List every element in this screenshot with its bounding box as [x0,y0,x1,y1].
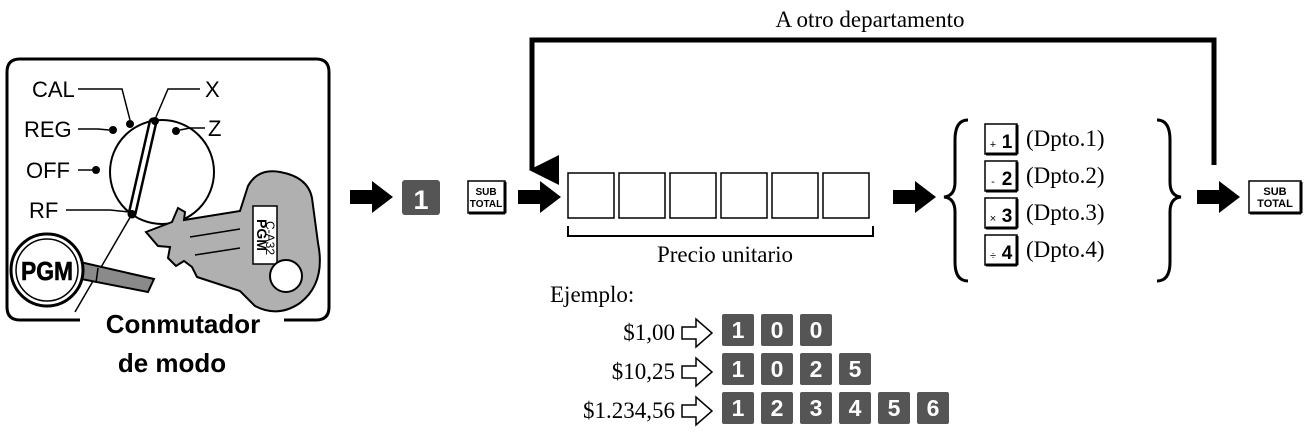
mode-label-x: X [205,77,220,102]
digit-key-label: 1 [732,395,745,421]
digit-key[interactable]: 6 [917,392,949,424]
department-key-symbol: ÷ [990,250,996,262]
department-label: (Dpto.1) [1026,126,1105,151]
digit-key-label: 2 [771,395,784,421]
digit-key[interactable]: 2 [800,353,832,385]
entry-box[interactable] [822,172,870,219]
digit-key-label: 1 [732,356,745,382]
department-key-number: 3 [1002,206,1013,227]
svg-text:TOTAL: TOTAL [1257,198,1293,210]
entry-box[interactable] [720,172,768,219]
svg-text:SUB: SUB [475,187,496,198]
digit-key-label: 1 [732,317,745,343]
entry-box[interactable] [567,172,615,219]
mode-switch-caption-line2: de modo [118,348,226,378]
loop-label: A otro departamento [775,7,964,32]
digit-key[interactable]: 4 [839,392,871,424]
department-key-number: 4 [1002,243,1013,264]
example-amount: $1.234,56 [583,398,675,423]
subtotal-key-final[interactable]: SUB TOTAL [1248,180,1303,215]
hollow-arrow-icon [681,395,714,427]
example-amount: $1,00 [623,320,675,345]
mode-switch-caption-line1: Conmutador [106,309,261,339]
digit-key-label: 2 [810,356,823,382]
digit-key[interactable]: 1 [722,353,754,385]
mode-label-reg: REG [24,117,72,142]
arrow-right-icon [518,181,561,213]
mode-label-off: OFF [26,158,70,183]
digit-key[interactable]: 0 [800,314,832,346]
entry-box[interactable] [669,172,717,219]
department-key-number: 1 [1002,132,1013,153]
department-keys: +1(Dpto.1)-2(Dpto.2)×3(Dpto.3)÷4(Dpto.4) [984,123,1105,267]
mode-dial[interactable] [109,119,215,225]
digit-key[interactable]: 0 [761,314,793,346]
brace-right [1156,118,1182,283]
digit-key-label: 6 [927,395,940,421]
loop-back-path: A otro departamento [529,7,1217,185]
flow-arrows [350,181,1240,213]
mode-position-dots [92,117,180,218]
pgm-position-label: PGM [21,256,73,286]
key-label-code: C-A32 [263,221,277,255]
department-key-4[interactable]: ÷4 [984,234,1019,267]
example-amount: $10,25 [612,359,675,384]
key-1[interactable]: 1 [402,180,440,215]
arrow-right-icon [350,181,393,213]
arrow-right-icon [1197,181,1240,213]
mode-switch-panel: PGM C-A32 PGM CAL X REG Z OFF RF Conmuta… [5,57,331,378]
digit-key-label: 4 [849,395,862,421]
digit-key[interactable]: 1 [722,392,754,424]
department-key-2[interactable]: -2 [984,160,1019,193]
department-key-1[interactable]: +1 [984,123,1019,156]
hollow-arrow-icon [681,317,714,349]
department-key-symbol: × [990,213,996,225]
digit-key-label: 0 [771,356,784,382]
entry-box[interactable] [618,172,666,219]
digit-key-label: 0 [771,317,784,343]
digit-key[interactable]: 3 [800,392,832,424]
entry-box[interactable] [771,172,819,219]
mode-label-rf: RF [29,198,58,223]
department-label: (Dpto.3) [1026,200,1105,225]
entry-caption: Precio unitario [657,242,793,267]
mode-label-z: Z [208,116,221,141]
department-key-3[interactable]: ×3 [984,197,1019,230]
mode-leader-lines [66,88,205,313]
digit-key[interactable]: 0 [761,353,793,385]
arrow-right-icon [893,181,936,213]
digit-key[interactable]: 1 [722,314,754,346]
digit-key[interactable]: 2 [761,392,793,424]
unit-price-entry-boxes[interactable] [567,172,870,219]
department-key-symbol: - [991,176,995,188]
digit-key[interactable]: 5 [839,353,871,385]
digit-key[interactable]: 5 [878,392,910,424]
digit-key-label: 0 [810,317,823,343]
example-title: Ejemplo: [550,282,634,307]
entry-bracket [567,226,874,237]
department-key-symbol: + [990,139,996,151]
brace-left [943,118,969,283]
svg-text:1: 1 [413,185,428,215]
svg-text:TOTAL: TOTAL [470,199,502,210]
department-key-number: 2 [1002,169,1013,190]
key-label-main: PGM [254,219,270,251]
pgm-key: PGM C-A32 [144,170,321,313]
digit-key-label: 5 [849,356,862,382]
mode-label-cal: CAL [32,77,75,102]
subtotal-key[interactable]: SUB TOTAL [467,180,507,215]
department-label: (Dpto.4) [1026,237,1105,262]
svg-text:SUB: SUB [1263,186,1286,198]
digit-key-label: 3 [810,395,823,421]
digit-key-label: 5 [888,395,901,421]
key-hole [269,259,303,293]
hollow-arrow-icon [681,356,714,388]
magnifier-handle [74,260,156,294]
department-label: (Dpto.2) [1026,163,1105,188]
